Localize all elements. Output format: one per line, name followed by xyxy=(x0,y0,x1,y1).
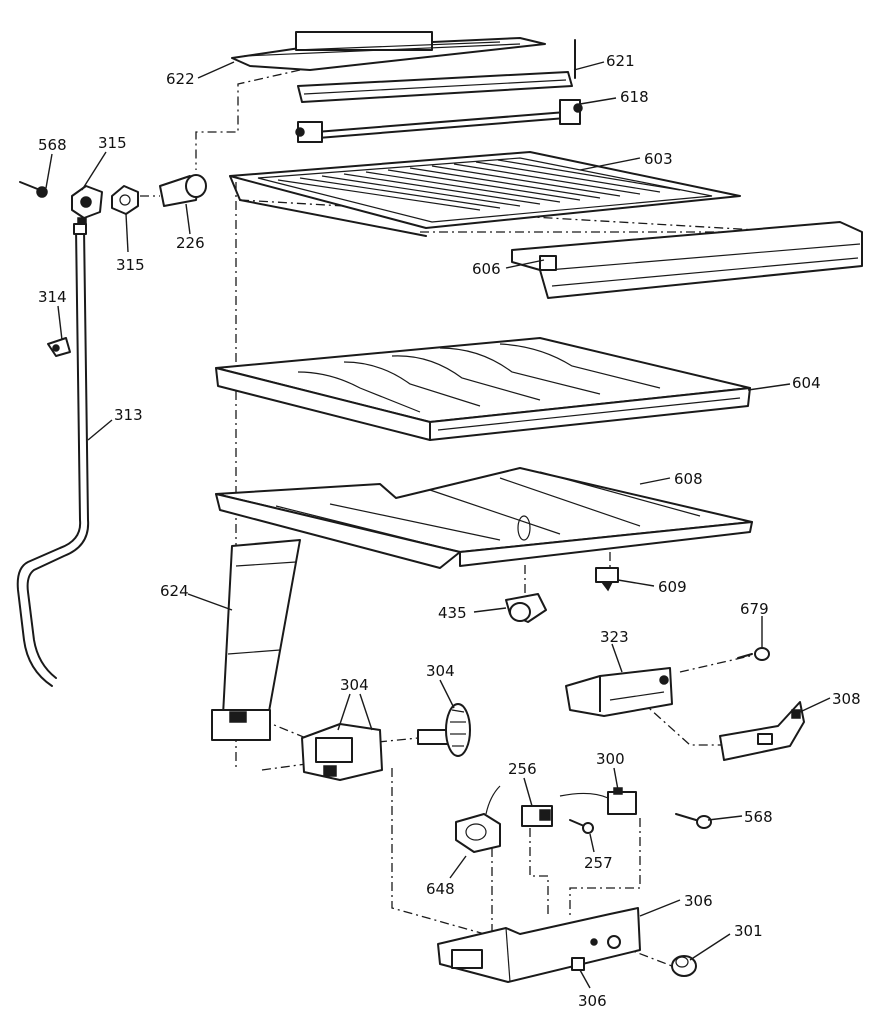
part-315-nut xyxy=(111,185,139,215)
label-257: 257 xyxy=(584,854,613,872)
part-624-bracket xyxy=(211,539,301,741)
label-648: 648 xyxy=(426,880,455,898)
label-315-housing: 315 xyxy=(98,134,127,152)
label-679: 679 xyxy=(740,600,769,618)
part-301-knob xyxy=(671,955,697,977)
label-306-screw: 306 xyxy=(578,992,607,1010)
part-608-pan xyxy=(215,467,753,569)
label-304-thermostat: 304 xyxy=(340,676,369,694)
label-604: 604 xyxy=(792,374,821,392)
label-608: 608 xyxy=(674,470,703,488)
label-306-housing: 306 xyxy=(684,892,713,910)
label-568-right: 568 xyxy=(744,808,773,826)
part-609-clip xyxy=(595,567,619,592)
label-304-knob: 304 xyxy=(426,662,455,680)
part-606-shelf-front xyxy=(511,221,863,299)
label-624: 624 xyxy=(160,582,189,600)
label-226: 226 xyxy=(176,234,205,252)
label-609: 609 xyxy=(658,578,687,596)
label-308: 308 xyxy=(832,690,861,708)
part-568-screw-right xyxy=(675,813,712,829)
part-622-top-cover xyxy=(231,31,546,71)
part-603-shelf xyxy=(229,151,741,237)
part-315-housing xyxy=(71,185,103,229)
part-618-lamp-rod xyxy=(295,99,583,143)
part-648-motor xyxy=(455,785,501,853)
part-323-bracket xyxy=(565,667,673,717)
label-603: 603 xyxy=(644,150,673,168)
label-300: 300 xyxy=(596,750,625,768)
part-308-plate xyxy=(719,701,805,761)
label-301: 301 xyxy=(734,922,763,940)
part-306-housing xyxy=(437,907,641,983)
part-435-knob xyxy=(505,593,547,623)
part-568-screw-top xyxy=(19,181,48,198)
label-314: 314 xyxy=(38,288,67,306)
label-622: 622 xyxy=(166,70,195,88)
part-621-rail xyxy=(297,39,576,103)
label-313: 313 xyxy=(114,406,143,424)
part-306-screw xyxy=(571,957,585,971)
part-257-screw xyxy=(569,819,594,834)
part-256-switch xyxy=(521,805,553,827)
label-606: 606 xyxy=(472,260,501,278)
label-568-top: 568 xyxy=(38,136,67,154)
part-labels: 622 621 618 568 315 315 226 603 606 314 … xyxy=(38,52,861,1010)
part-300-switch xyxy=(559,787,637,815)
part-313-tube xyxy=(16,223,90,687)
part-304-knob xyxy=(417,703,471,757)
label-256: 256 xyxy=(508,760,537,778)
label-618: 618 xyxy=(620,88,649,106)
leader-lines xyxy=(45,61,831,989)
part-314-clip xyxy=(47,337,71,357)
part-604-crisper-cover xyxy=(215,337,751,441)
label-315-nut: 315 xyxy=(116,256,145,274)
part-304-thermostat xyxy=(301,723,383,781)
part-226-coupling xyxy=(159,174,207,207)
label-323: 323 xyxy=(600,628,629,646)
label-621: 621 xyxy=(606,52,635,70)
label-435: 435 xyxy=(438,604,467,622)
